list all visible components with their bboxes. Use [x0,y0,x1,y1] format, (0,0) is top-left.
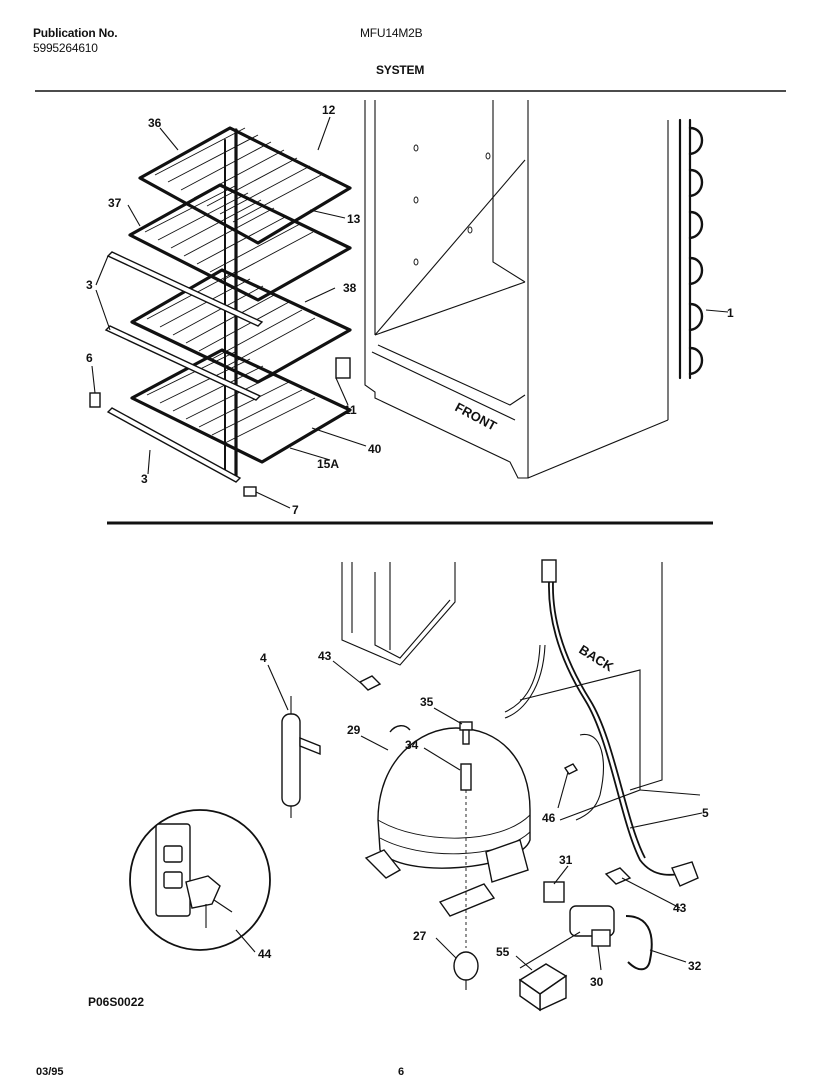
power-cord [504,559,699,887]
callout-40: 40 [368,442,382,456]
callout-44: 44 [258,947,272,961]
footer-page-number: 6 [398,1066,405,1078]
callout-36: 36 [148,116,162,130]
callout-7: 7 [292,503,299,517]
callout-15a: 15A [317,457,339,471]
callout-43-lower: 43 [673,901,687,915]
callout-43-upper: 43 [318,649,332,663]
callout-37: 37 [108,196,122,210]
condenser-coil [678,118,704,380]
callout-5: 5 [702,806,709,820]
callout-11: 11 [344,403,357,417]
callout-46: 46 [542,811,556,825]
section-title: SYSTEM [376,63,425,77]
grommet-part-34 [460,763,472,791]
callout-38: 38 [343,281,357,295]
relay-part-31 [543,881,565,903]
evaporator-shelves [128,126,352,482]
shelf-rails [104,251,264,483]
overload-part-30 [569,905,615,947]
callout-6: 6 [86,351,93,365]
bracket-part-11 [335,357,351,379]
screw-part-35 [459,721,473,745]
callout-13: 13 [347,212,361,226]
publication-number: 5995264610 [33,41,98,55]
back-label: BACK [576,642,616,675]
outlet-detail-part-44 [129,809,271,951]
drawing-code: P06S0022 [88,995,145,1009]
grommet-part-27 [453,946,479,990]
callout-30: 30 [590,975,604,989]
wire-clip-part-32 [625,915,653,971]
clip-part-43-lower [604,867,632,885]
callout-27: 27 [413,929,427,943]
clip-part-43-upper [358,675,382,691]
callout-31: 31 [559,853,573,867]
filter-drier-part-4 [281,696,321,818]
leader-lines [91,116,729,971]
cover-part-55 [518,963,568,1012]
callout-4: 4 [260,651,267,665]
callout-55: 55 [496,945,510,959]
callout-34: 34 [405,738,419,752]
front-label: FRONT [453,399,500,433]
shelf-coil-second [128,183,352,302]
callout-35: 35 [420,695,434,709]
footer-date: 03/95 [36,1066,64,1078]
cabinet-interior [364,100,669,479]
callout-1: 1 [727,306,734,320]
shelf-coil-third [130,268,352,384]
callout-32: 32 [688,959,702,973]
callout-12: 12 [322,103,336,117]
callout-3-upper: 3 [86,278,93,292]
callout-3-lower: 3 [141,472,148,486]
shelf-coil-top [138,126,352,245]
screw-part-46 [563,763,579,775]
compressor-part-29 [364,725,531,917]
shelf-coil-bottom [130,348,352,464]
screw-part-7 [243,486,257,497]
callout-29: 29 [347,723,361,737]
cabinet-back [341,562,701,821]
clip-part-6 [89,392,101,408]
publication-label: Publication No. [33,26,118,40]
model-number: MFU14M2B [360,26,423,40]
